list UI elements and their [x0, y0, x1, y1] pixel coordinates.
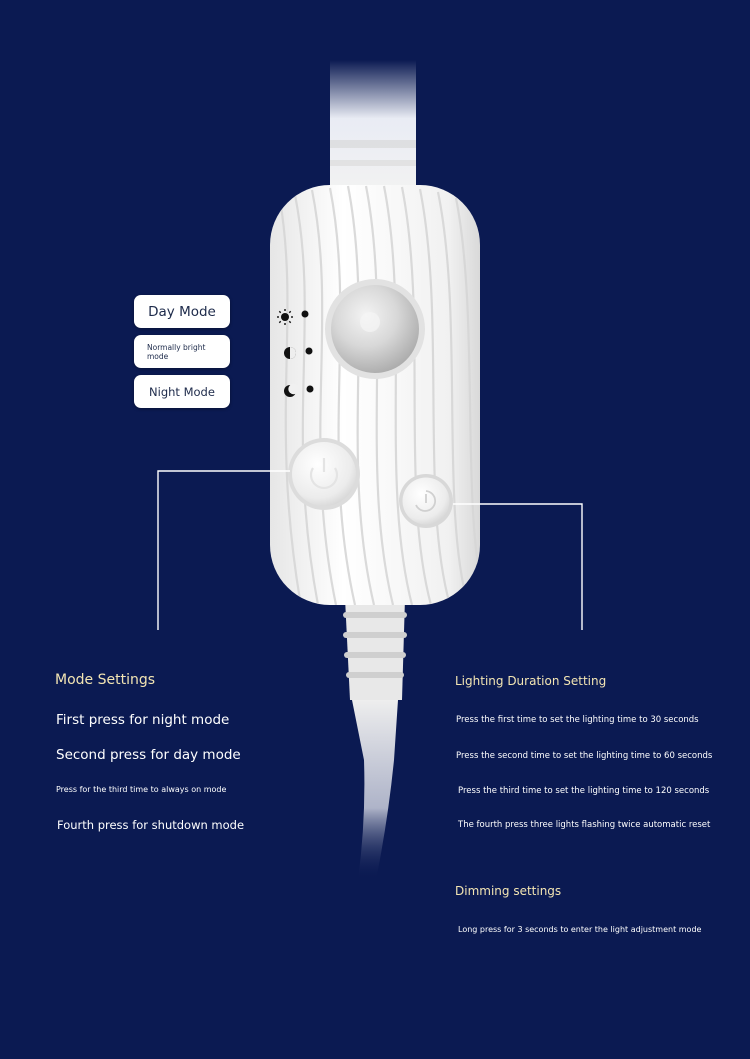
mode-settings-line-2: Second press for day mode: [56, 747, 241, 763]
night-mode-label: Night Mode: [134, 375, 230, 408]
power-icon: [309, 458, 339, 489]
mode-settings-line-1: First press for night mode: [56, 712, 230, 728]
lighting-duration-title: Lighting Duration Setting: [455, 674, 607, 688]
normally-bright-mode-label: Normally bright mode: [134, 335, 230, 368]
lighting-duration-line-4: The fourth press three lights flashing t…: [458, 820, 711, 830]
mode-settings-line-4: Fourth press for shutdown mode: [57, 818, 245, 832]
night-indicator-dot: [306, 385, 314, 393]
mode-settings-title: Mode Settings: [55, 672, 156, 688]
mode-callout-line: [157, 470, 290, 630]
day-mode-label: Day Mode: [134, 295, 230, 328]
bottom-cable: [352, 700, 398, 880]
top-cable: [330, 60, 416, 190]
day-mode-text: Day Mode: [148, 303, 216, 320]
lighting-duration-line-2: Press the second time to set the lightin…: [456, 751, 713, 761]
normally-bright-line-1: Normally bright: [147, 342, 206, 352]
dimming-line-1: Long press for 3 seconds to enter the li…: [458, 925, 702, 934]
cable-strain-relief: [343, 598, 407, 700]
normally-bright-mode-text: Normally bright mode: [147, 343, 205, 361]
timer-icon: [415, 490, 437, 512]
motion-sensor: [325, 279, 425, 379]
night-mode-text: Night Mode: [149, 384, 215, 399]
timer-button[interactable]: [399, 474, 453, 528]
half-circle-icon: [284, 347, 296, 359]
duration-callout-line: [453, 503, 583, 630]
normal-indicator-dot: [305, 347, 313, 355]
dimming-title: Dimming settings: [455, 884, 562, 898]
normally-bright-line-2: mode: [147, 351, 169, 361]
mode-settings-line-3: Press for the third time to always on mo…: [56, 785, 227, 794]
controller-body: [270, 185, 480, 605]
moon-icon: [284, 383, 299, 397]
lighting-duration-line-1: Press the first time to set the lighting…: [456, 715, 699, 725]
power-button[interactable]: [288, 438, 360, 510]
lighting-duration-line-3: Press the third time to set the lighting…: [458, 786, 710, 796]
day-indicator-dot: [301, 310, 309, 318]
sun-icon: [277, 309, 293, 325]
